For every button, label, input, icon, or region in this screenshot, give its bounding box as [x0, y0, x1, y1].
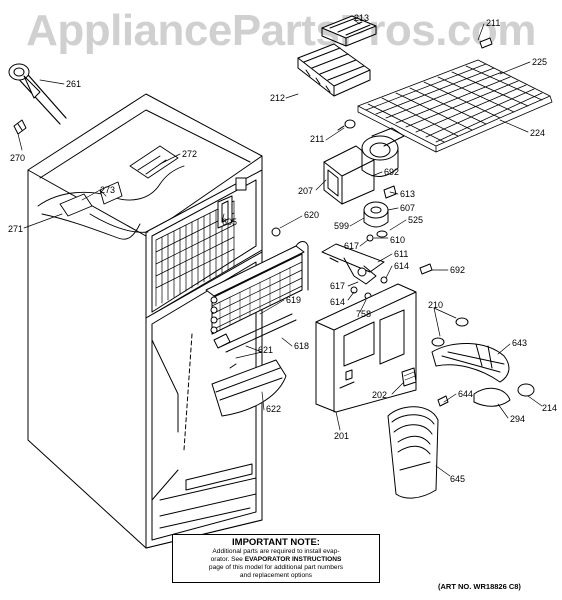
- label-614-top: 614: [394, 261, 410, 271]
- label-643: 643: [512, 338, 528, 348]
- part-644-screw: [437, 395, 449, 407]
- label-224: 224: [530, 128, 546, 138]
- label-614-bottom: 614: [330, 297, 346, 307]
- part-619-618-heater: [213, 313, 297, 369]
- label-618: 618: [294, 341, 310, 351]
- label-599: 599: [334, 221, 350, 231]
- part-261-drain-tube: [8, 63, 67, 125]
- label-201: 201: [334, 431, 350, 441]
- label-212: 212: [270, 93, 286, 103]
- part-201-cover-panel: [315, 283, 417, 413]
- label-272: 272: [182, 149, 198, 159]
- label-619: 619: [286, 295, 302, 305]
- part-207-fan-housing: [323, 127, 405, 205]
- part-210-caps: [431, 317, 469, 347]
- label-758: 758: [356, 309, 372, 319]
- important-note-box: IMPORTANT NOTE: Additional parts are req…: [172, 534, 380, 583]
- part-211-screw-top: [479, 37, 493, 49]
- label-213: 213: [354, 13, 370, 23]
- part-692-screw: [419, 263, 433, 275]
- label-605: 605: [222, 217, 238, 227]
- note-line-2: orator. See EVAPORATOR INSTRUCTIONS: [176, 556, 376, 564]
- note-body: Additional parts are required to install…: [173, 548, 379, 580]
- part-525-grommet: [376, 230, 388, 238]
- label-210: 210: [428, 300, 444, 310]
- part-645-duct-cover: [387, 406, 439, 499]
- label-607: 607: [400, 203, 416, 213]
- label-617-bottom: 617: [330, 281, 346, 291]
- label-645: 645: [450, 474, 466, 484]
- note-evaporator-instructions: EVAPORATOR INSTRUCTIONS: [244, 556, 342, 563]
- label-611: 611: [394, 249, 409, 259]
- note-line-3: page of this model for additional part n…: [208, 564, 344, 571]
- note-line-2a: orator. See: [210, 556, 245, 563]
- wire-harness: [37, 145, 185, 240]
- evaporator-coil: [205, 241, 309, 335]
- label-273: 273: [100, 185, 116, 195]
- label-261: 261: [66, 79, 82, 89]
- label-211-top: 211: [486, 18, 501, 28]
- part-643-duct: [431, 343, 510, 383]
- part-212-bracket: [297, 43, 371, 97]
- label-617-top: 617: [344, 241, 360, 251]
- part-622-drain-trough: [211, 359, 287, 417]
- note-line-4: and replacement options: [239, 572, 313, 579]
- label-270: 270: [10, 153, 26, 163]
- label-620: 620: [304, 210, 320, 220]
- label-202: 202: [372, 390, 388, 400]
- label-294: 294: [510, 414, 526, 424]
- part-620-cap: [271, 227, 281, 237]
- note-title: IMPORTANT NOTE:: [232, 537, 320, 548]
- part-610-611-bracket: [321, 234, 388, 300]
- part-202-grille: [401, 367, 417, 387]
- label-214: 214: [542, 403, 558, 413]
- leader-lines: [17, 19, 543, 477]
- label-271: 271: [8, 224, 24, 234]
- label-692-top: 692: [384, 167, 400, 177]
- label-613: 613: [400, 189, 416, 199]
- watermark-logo: AppliancePartsPros.com: [26, 6, 536, 55]
- label-211-mid: 211: [310, 134, 325, 144]
- label-622: 622: [266, 404, 282, 414]
- part-225-wire-shelf: [357, 59, 553, 153]
- part-214-cap: [517, 383, 535, 397]
- label-525: 525: [408, 215, 424, 225]
- part-211-screw-mid: [337, 119, 356, 131]
- part-607-motor: [363, 201, 389, 228]
- label-225: 225: [532, 57, 548, 67]
- part-294-damper: [473, 387, 511, 407]
- label-692-mid: 692: [450, 265, 466, 275]
- label-610: 610: [390, 235, 406, 245]
- label-644: 644: [458, 389, 474, 399]
- part-213-fan-rack: [321, 15, 377, 47]
- art-number: (ART NO. WR18826 C8): [438, 582, 521, 591]
- note-line-1: Additional parts are required to install…: [212, 548, 340, 555]
- part-270-clip: [13, 119, 27, 135]
- label-621: 621: [258, 345, 274, 355]
- label-207: 207: [298, 186, 314, 196]
